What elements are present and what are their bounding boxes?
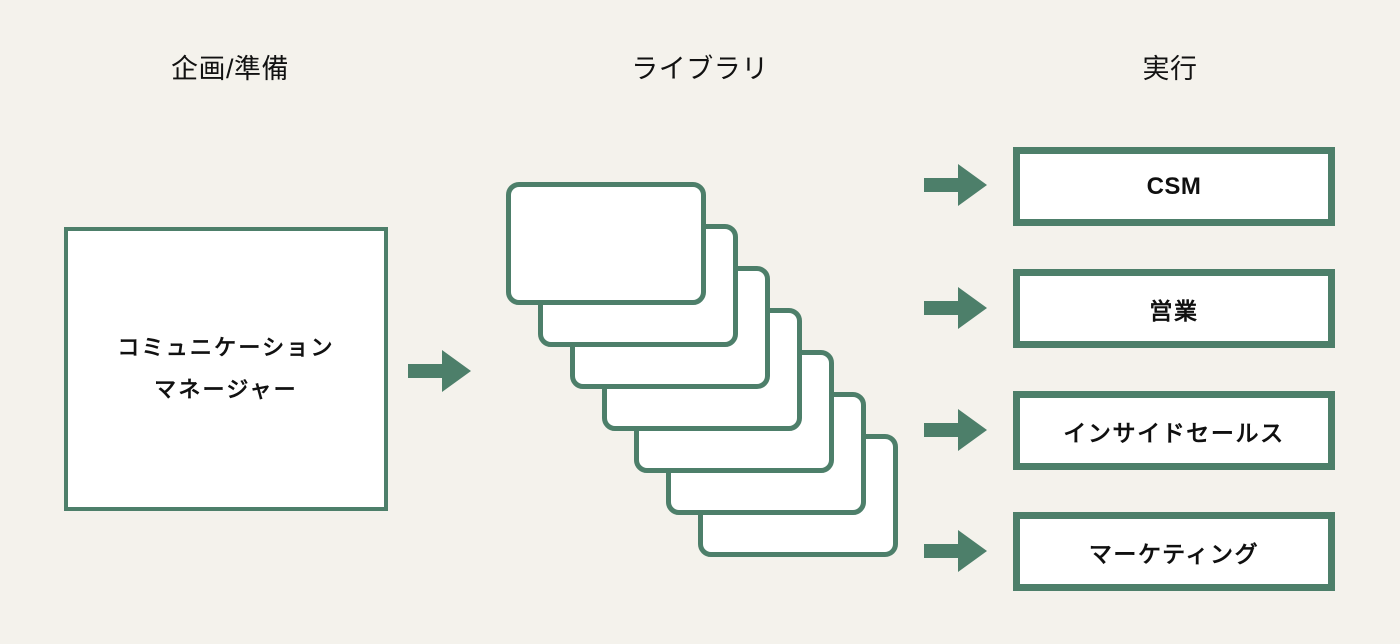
arrow-right-icon-to-marketing — [924, 528, 988, 574]
role-box-sales[interactable]: 営業 — [1013, 269, 1335, 348]
column-header-execution: 実行 — [1142, 54, 1198, 84]
library-card-1[interactable] — [506, 182, 706, 305]
role-box-marketing[interactable]: マーケティング — [1013, 512, 1335, 591]
column-header-planning: 企画/準備 — [170, 54, 289, 84]
communication-manager-box[interactable]: コミュニケーション マネージャー — [64, 227, 388, 511]
communication-manager-label-line1: コミュニケーション — [117, 335, 335, 361]
role-box-csm-label: CSM — [1146, 172, 1202, 200]
role-box-csm[interactable]: CSM — [1013, 147, 1335, 226]
role-box-inside-sales[interactable]: インサイドセールス — [1013, 391, 1335, 470]
role-box-marketing-label: マーケティング — [1088, 540, 1260, 567]
arrow-right-icon-to-csm — [924, 162, 988, 208]
role-box-sales-label: 営業 — [1149, 297, 1199, 324]
arrow-right-icon-to-inside-sales — [924, 407, 988, 453]
role-box-inside-sales-label: インサイドセールス — [1063, 419, 1285, 446]
column-header-library: ライブラリ — [631, 54, 769, 84]
communication-manager-label-line2: マネージャー — [154, 377, 298, 402]
arrow-right-icon-to-sales — [924, 285, 988, 331]
arrow-right-icon-manager-to-library — [408, 348, 472, 394]
